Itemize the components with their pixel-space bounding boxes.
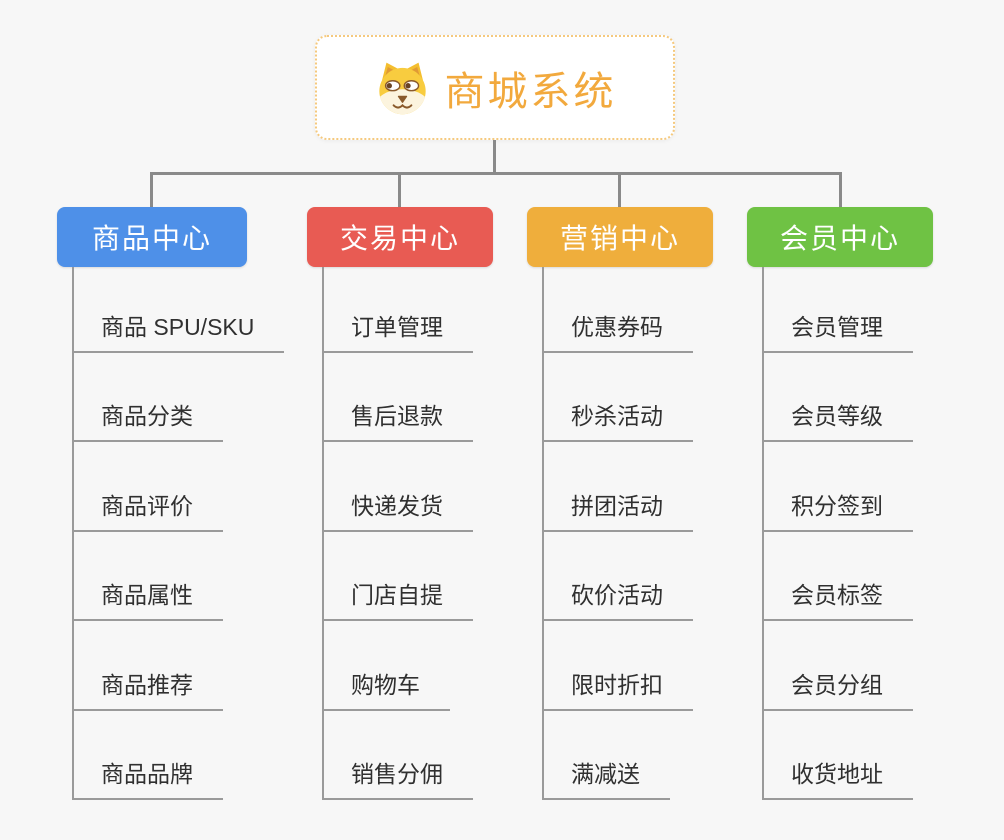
child-topic[interactable]: 优惠券码: [544, 308, 693, 353]
tree-row: 优惠券码: [544, 267, 693, 353]
tree-row: 会员标签: [764, 532, 913, 622]
child-topic[interactable]: 销售分佣: [324, 755, 473, 800]
child-topic[interactable]: 拼团活动: [544, 487, 693, 532]
branch-node-marketing-center[interactable]: 营销中心: [527, 207, 713, 267]
tree-row: 购物车: [324, 621, 473, 711]
tree-row: 商品分类: [74, 353, 284, 443]
connector-horizontal-bar: [150, 172, 842, 175]
tree-row: 售后退款: [324, 353, 473, 443]
connector-drop-member-center: [839, 172, 842, 208]
tree-row: 限时折扣: [544, 621, 693, 711]
child-column-product-center: 商品 SPU/SKU 商品分类 商品评价 商品属性 商品推荐 商品品牌: [72, 267, 285, 800]
child-topic[interactable]: 商品 SPU/SKU: [74, 308, 285, 353]
child-topic[interactable]: 商品评价: [74, 487, 223, 532]
child-topic[interactable]: 满减送: [544, 755, 670, 800]
branch-label: 会员中心: [779, 223, 900, 254]
branch-label: 营销中心: [559, 223, 680, 254]
child-topic[interactable]: 砍价活动: [544, 576, 693, 622]
child-column-member-center: 会员管理 会员等级 积分签到 会员标签 会员分组 收货地址: [762, 267, 913, 800]
branch-label: 交易中心: [339, 223, 460, 254]
tree-row: 快递发货: [324, 442, 473, 532]
tree-row: 会员分组: [764, 621, 913, 711]
child-topic[interactable]: 购物车: [324, 666, 450, 711]
child-topic[interactable]: 收货地址: [764, 755, 913, 800]
child-topic[interactable]: 门店自提: [324, 576, 473, 622]
connector-root-stub: [493, 140, 496, 174]
child-topic[interactable]: 会员等级: [764, 397, 913, 443]
tree-row: 门店自提: [324, 532, 473, 622]
child-topic[interactable]: 商品品牌: [74, 755, 223, 800]
child-topic[interactable]: 会员标签: [764, 576, 913, 622]
child-topic[interactable]: 商品推荐: [74, 666, 223, 711]
tree-row: 商品品牌: [74, 711, 284, 800]
tree-row: 积分签到: [764, 442, 913, 532]
child-topic[interactable]: 订单管理: [324, 308, 473, 353]
tree-row: 满减送: [544, 711, 693, 800]
branch-node-product-center[interactable]: 商品中心: [57, 207, 247, 267]
child-topic[interactable]: 限时折扣: [544, 666, 693, 711]
tree-row: 商品推荐: [74, 621, 284, 711]
tree-row: 会员管理: [764, 267, 913, 353]
tree-row: 拼团活动: [544, 442, 693, 532]
child-topic[interactable]: 会员管理: [764, 308, 913, 353]
tree-row: 会员等级: [764, 353, 913, 443]
root-title: 商城系统: [444, 69, 617, 114]
branch-node-trade-center[interactable]: 交易中心: [307, 207, 493, 267]
shiba-dog-icon: [378, 62, 426, 115]
child-topic[interactable]: 积分签到: [764, 487, 913, 532]
connector-drop-product-center: [150, 172, 153, 208]
child-topic[interactable]: 秒杀活动: [544, 397, 693, 443]
child-topic[interactable]: 商品分类: [74, 397, 223, 443]
root-node-mall-system[interactable]: 商城系统: [315, 35, 675, 140]
tree-row: 秒杀活动: [544, 353, 693, 443]
tree-row: 销售分佣: [324, 711, 473, 800]
tree-row: 砍价活动: [544, 532, 693, 622]
child-topic[interactable]: 快递发货: [324, 487, 473, 532]
connector-drop-marketing-center: [618, 172, 621, 208]
tree-row: 商品 SPU/SKU: [74, 267, 285, 353]
tree-row: 订单管理: [324, 267, 473, 353]
branch-node-member-center[interactable]: 会员中心: [747, 207, 933, 267]
child-topic[interactable]: 售后退款: [324, 397, 473, 443]
tree-row: 商品属性: [74, 532, 284, 622]
tree-row: 收货地址: [764, 711, 913, 800]
child-topic[interactable]: 会员分组: [764, 666, 913, 711]
child-column-marketing-center: 优惠券码 秒杀活动 拼团活动 砍价活动 限时折扣 满减送: [542, 267, 693, 800]
child-column-trade-center: 订单管理 售后退款 快递发货 门店自提 购物车 销售分佣: [322, 267, 473, 800]
branch-label: 商品中心: [91, 223, 212, 254]
tree-row: 商品评价: [74, 442, 284, 532]
connector-drop-trade-center: [398, 172, 401, 208]
child-topic[interactable]: 商品属性: [74, 576, 223, 622]
